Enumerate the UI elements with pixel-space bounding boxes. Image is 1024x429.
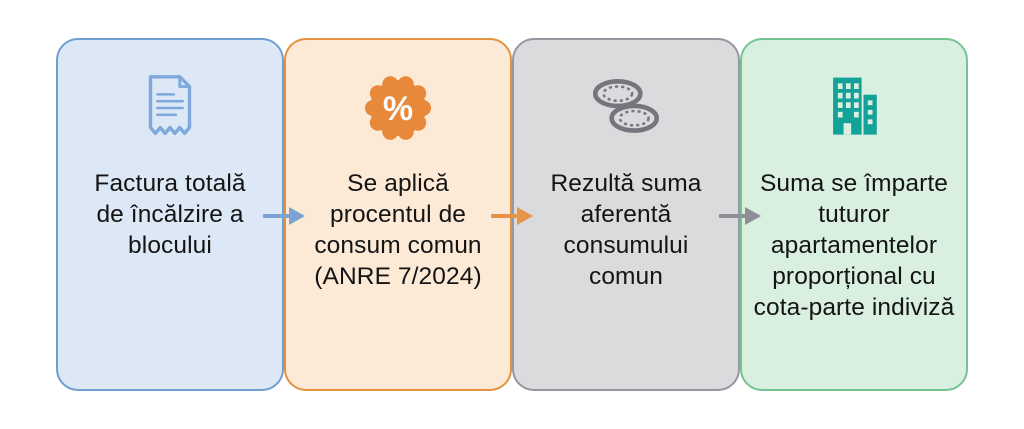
step-card-coins: Rezultă suma aferentă consumului comun	[512, 38, 740, 391]
step-1-label: Factura totală de încălzire a blocului	[94, 170, 246, 260]
coins-icon	[585, 64, 667, 152]
flow-arrow-1	[261, 205, 307, 227]
building-icon	[816, 64, 892, 152]
percent-badge-icon: %	[358, 64, 438, 152]
step-card-percent: % Se aplică procentul de consum comun (A…	[284, 38, 512, 391]
percent-symbol: %	[383, 90, 413, 128]
step-4-label: Suma se împarte tuturor apartamentelor p…	[753, 170, 955, 322]
flow-arrow-2	[489, 205, 535, 227]
step-card-invoice: Factura totală de încălzire a blocului	[56, 38, 284, 391]
invoice-icon	[131, 64, 209, 152]
flow-arrow-3	[717, 205, 763, 227]
step-2-label: Se aplică procentul de consum comun (ANR…	[314, 170, 482, 291]
step-card-building: Suma se împarte tuturor apartamentelor p…	[740, 38, 968, 391]
step-3-label: Rezultă suma aferentă consumului comun	[550, 170, 702, 291]
process-flow-diagram: Factura totală de încălzire a blocului %	[56, 38, 968, 391]
